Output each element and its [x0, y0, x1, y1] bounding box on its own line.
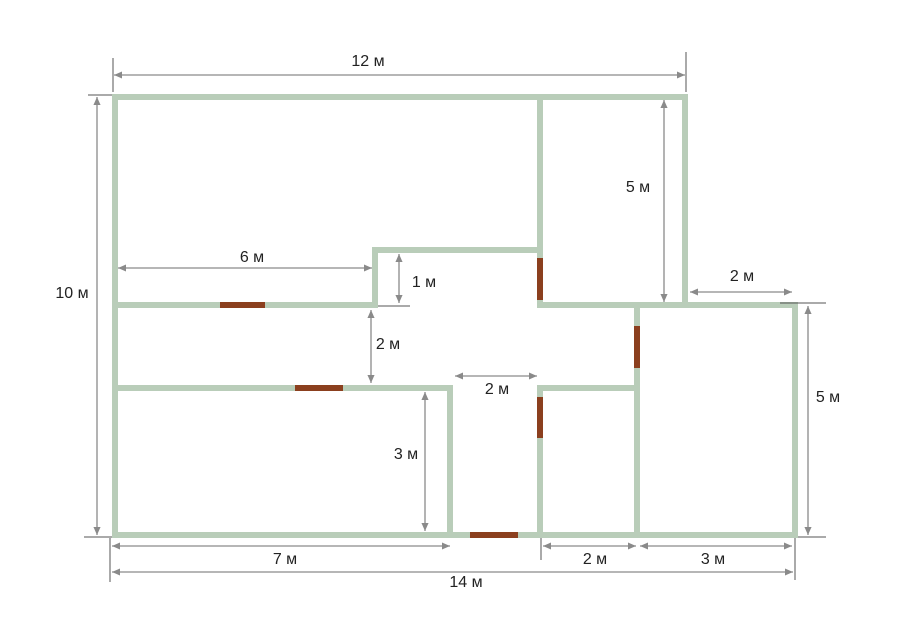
- label-room-3: 3 м: [394, 446, 418, 463]
- outer-wall: [112, 94, 798, 538]
- dimension-labels: 12 м 10 м 6 м 1 м 2 м 5 м 2 м 5 м 2 м 3 …: [50, 52, 840, 592]
- label-step-1: 1 м: [412, 274, 436, 291]
- label-bottom-2: 2 м: [583, 551, 607, 568]
- wall-upper-room-bottom: [112, 247, 543, 308]
- label-room-right-5: 5 м: [626, 179, 650, 196]
- wall-small-room: [537, 385, 640, 538]
- label-total-14: 14 м: [449, 574, 482, 591]
- label-bottom-3: 3 м: [701, 551, 725, 568]
- label-bottom-7: 7 м: [273, 551, 297, 568]
- walls: [112, 94, 798, 538]
- dimension-lines: [93, 71, 812, 576]
- label-far-right-5: 5 м: [816, 389, 840, 406]
- label-hall-2: 2 м: [485, 381, 509, 398]
- label-corridor-2: 2 м: [376, 336, 400, 353]
- label-right-offset-2: 2 м: [730, 268, 754, 285]
- label-left-height: 10 м: [55, 285, 88, 302]
- extension-lines: [84, 52, 826, 582]
- label-top-width: 12 м: [351, 53, 384, 70]
- doors: [220, 258, 640, 538]
- wall-lower-left-room: [112, 385, 453, 538]
- label-inner-6: 6 м: [240, 249, 264, 266]
